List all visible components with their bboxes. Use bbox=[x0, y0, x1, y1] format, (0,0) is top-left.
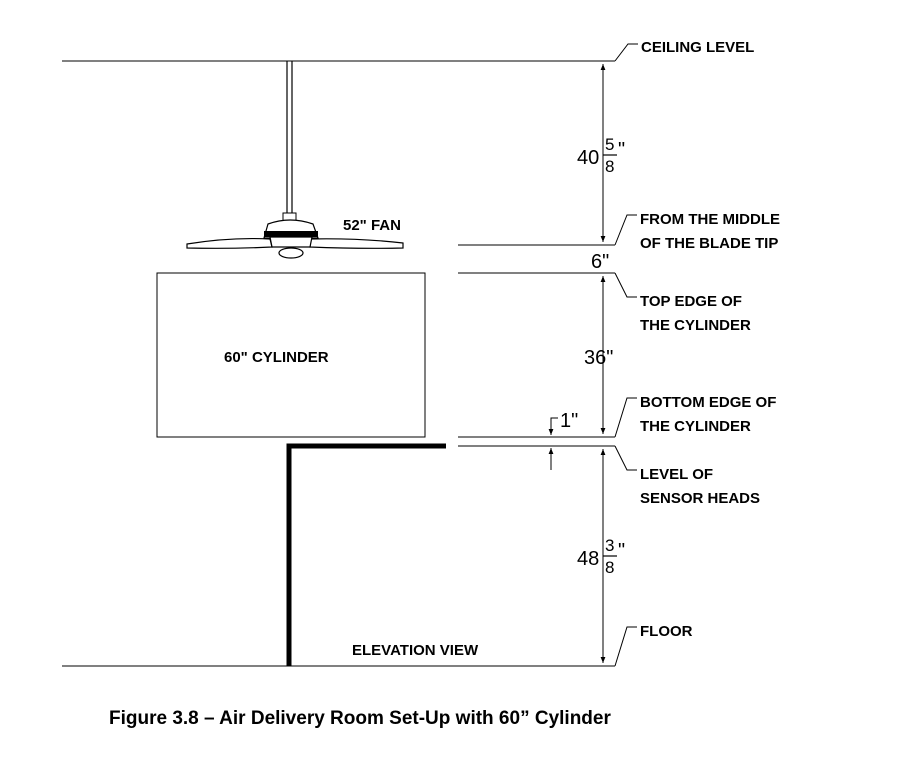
bottom-edge-leader bbox=[614, 397, 637, 438]
svg-text:40: 40 bbox=[577, 147, 599, 169]
dim-top-bottom-text: 36" bbox=[584, 347, 613, 369]
svg-text:8: 8 bbox=[605, 558, 614, 577]
sensor-wall bbox=[286, 443, 446, 666]
blade-leader bbox=[614, 214, 637, 246]
cylinder-label: 60" CYLINDER bbox=[224, 349, 329, 366]
blade-tip-label-2: OF THE BLADE TIP bbox=[640, 235, 778, 252]
svg-text:5: 5 bbox=[605, 135, 614, 154]
bottom-edge-label-2: THE CYLINDER bbox=[640, 418, 751, 435]
svg-text:3: 3 bbox=[605, 536, 614, 555]
cylinder-box bbox=[156, 272, 426, 438]
sensor-label-2: SENSOR HEADS bbox=[640, 490, 760, 507]
top-edge-label-1: TOP EDGE OF bbox=[640, 293, 742, 310]
dim-ceiling-blade-text: 40 5 8 " bbox=[577, 135, 625, 176]
sensor-leader bbox=[614, 445, 637, 471]
figure-caption: Figure 3.8 – Air Delivery Room Set-Up wi… bbox=[109, 708, 611, 729]
dim-blade-top-text: 6" bbox=[591, 251, 609, 273]
dim-one-inch-leader bbox=[550, 417, 558, 423]
svg-text:8: 8 bbox=[605, 157, 614, 176]
top-edge-label-2: THE CYLINDER bbox=[640, 317, 751, 334]
top-edge-leader bbox=[614, 272, 637, 298]
view-label: ELEVATION VIEW bbox=[352, 642, 479, 659]
svg-text:48: 48 bbox=[577, 548, 599, 570]
dim-one-inch-text: 1" bbox=[560, 410, 578, 432]
ceiling-fan bbox=[186, 61, 404, 259]
svg-text:": " bbox=[618, 540, 625, 562]
fan-label: 52" FAN bbox=[343, 217, 401, 234]
sensor-label-1: LEVEL OF bbox=[640, 466, 713, 483]
dim-sensor-floor-text: 48 3 8 " bbox=[577, 536, 625, 577]
floor-label: FLOOR bbox=[640, 623, 693, 640]
ceiling-leader bbox=[614, 43, 638, 62]
floor-leader bbox=[614, 626, 637, 667]
bottom-edge-label-1: BOTTOM EDGE OF bbox=[640, 394, 776, 411]
ceiling-label: CEILING LEVEL bbox=[641, 39, 754, 56]
svg-text:": " bbox=[618, 139, 625, 161]
blade-tip-label-1: FROM THE MIDDLE bbox=[640, 211, 780, 228]
